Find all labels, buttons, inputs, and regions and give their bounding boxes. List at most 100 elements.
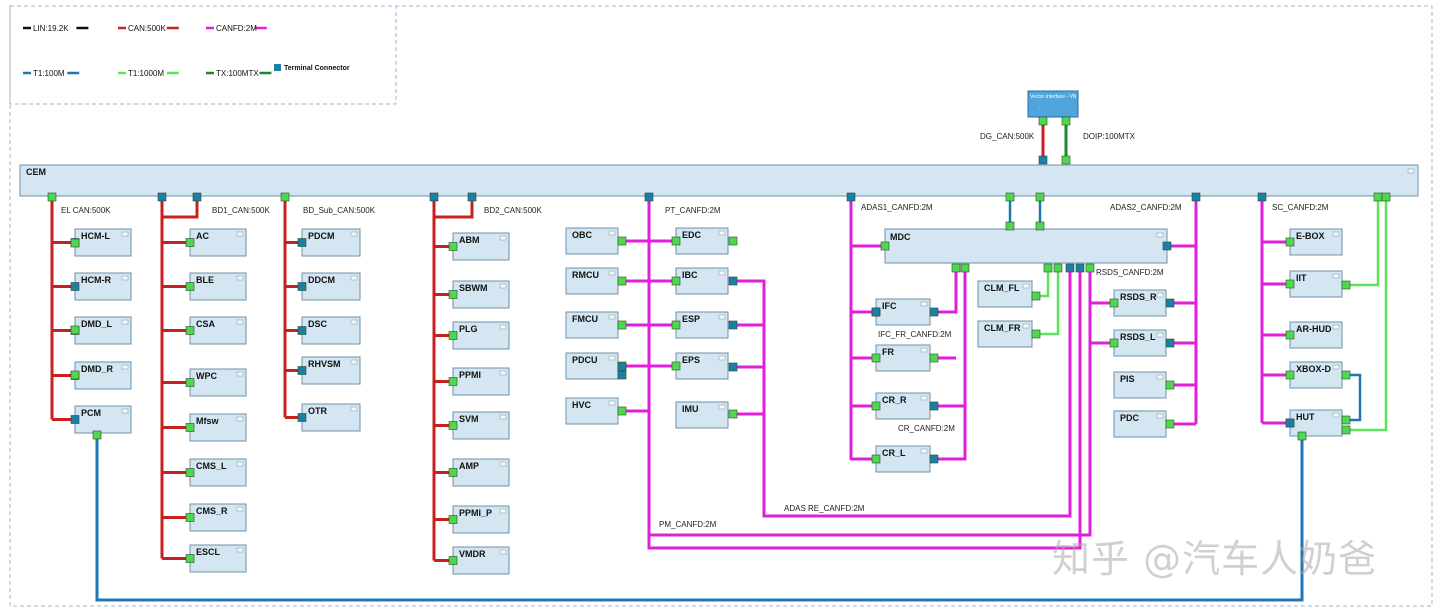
status-indicator-icon [236,275,244,281]
ecu-label-ddcm: DDCM [308,275,335,285]
port [448,421,458,430]
status-indicator-icon [1332,364,1340,370]
port [1285,370,1295,380]
port [1162,241,1172,251]
ecu-label-e-box: E-BOX [1296,231,1325,241]
port [297,282,307,291]
port [297,366,307,375]
label-adas-re: ADAS RE_CANFD:2M [784,504,865,513]
pcm-hut-link [95,434,1304,602]
ecu-label-imu: IMU [682,404,699,414]
ecu-cms-r [189,503,247,532]
port [1109,298,1119,308]
port [617,406,627,416]
legend-canfd-text: CANFD:2M [216,24,257,33]
port [1005,221,1015,231]
port [1165,338,1175,348]
port [1297,431,1307,441]
port [448,468,458,477]
port [448,290,458,299]
ecu-label-rsds-l: RSDS_L [1120,332,1156,342]
status-indicator-icon [121,275,129,281]
ecu-rhvsm [301,356,361,385]
ecu-label-rhvsm: RHVSM [308,359,341,369]
label-bd1: BD1_CAN:500K [212,206,270,215]
ecu-label-obc: OBC [572,230,593,240]
status-indicator-icon [1332,412,1340,418]
port [448,377,458,386]
ecu-label-svm: SVM [459,414,479,424]
ecu-label-wpc: WPC [196,371,217,381]
ecu-hcm-l [74,228,132,257]
ecu-label-cms-l: CMS_L [196,461,227,471]
iit-t1-link [1346,200,1380,287]
mdc-label: MDC [890,232,911,242]
port [185,423,195,432]
ecu-label-fr: FR [882,347,894,357]
ecu-label-iit: IIT [1296,273,1307,283]
status-indicator-icon [236,506,244,512]
port [92,430,102,440]
port [871,401,881,411]
port [617,320,627,330]
status-indicator-icon [236,547,244,553]
label-adas1: ADAS1_CANFD:2M [861,203,933,212]
status-indicator-icon [608,314,616,320]
ifc-mdc-link [934,267,958,314]
hut-t1-link [1346,200,1388,432]
status-indicator-icon [1022,283,1030,289]
xbox-hut-link [1346,373,1362,422]
port [671,320,681,330]
ecu-dmd-l [74,316,132,345]
status-indicator-icon [920,301,928,307]
port [297,238,307,247]
ecu-label-pdc: PDC [1120,413,1140,423]
ecu-amp [452,458,510,487]
port [70,325,80,335]
ecu-label-mfsw: Mfsw [196,416,219,426]
label-sc: SC_CANFD:2M [1272,203,1329,212]
pm-canfd-line [647,200,1082,550]
gateway-dot: . [1039,104,1041,110]
port [1285,418,1295,428]
ecu-label-clm-fl: CLM_FL [984,283,1020,293]
ecu-label-ppmi: PPMI [459,370,481,380]
status-indicator-icon [718,404,726,410]
ecu-boxes: Vector Interface - VN.CEMHCM-LHCM-RDMD_L… [19,90,1419,575]
ecu-label-pis: PIS [1120,374,1135,384]
ecu-label-escl: ESCL [196,547,221,557]
bd1-link [162,200,199,219]
port [1341,415,1351,425]
gateway-box [1027,90,1079,118]
ecu-label-ar-hud: AR-HUD [1296,324,1332,334]
ecu-label-ble: BLE [196,275,214,285]
legend-frame [9,5,397,105]
ecu-label-cr-l: CR_L [882,448,906,458]
port [185,554,195,563]
port [1065,263,1075,273]
rsds-canfd-line [649,272,1092,537]
ecu-vmdr [452,546,510,575]
port [448,331,458,340]
status-indicator-icon [608,270,616,276]
status-indicator-icon [608,355,616,361]
ecu-ppmi [452,367,510,396]
clm-fr-link [1036,268,1060,336]
port [929,454,939,464]
port [1035,192,1045,202]
bus-lines [9,5,1433,607]
status-indicator-icon [350,406,358,412]
ecu-mfsw [189,413,247,442]
ecu-label-hut: HUT [1296,412,1315,422]
legend-lin-text: LIN:19.2K [33,24,69,33]
status-indicator-icon [350,231,358,237]
port [1035,221,1045,231]
port [157,192,167,202]
port [880,241,890,251]
port [671,236,681,246]
port [671,276,681,286]
ecu-label-ppmi-p: PPMI_P [459,508,492,518]
outer-frame [9,5,1433,607]
status-indicator-icon [350,275,358,281]
ecu-label-pcm: PCM [81,408,101,418]
